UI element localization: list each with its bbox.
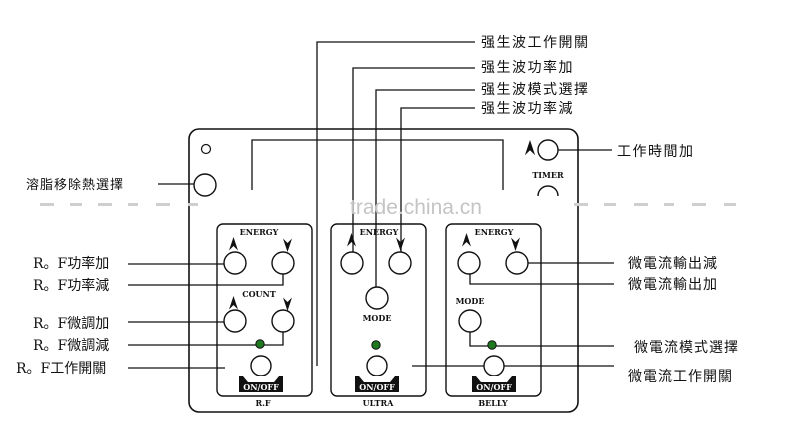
- ultra-panel-name: ULTRA: [363, 398, 395, 408]
- ultra-mode-button[interactable]: [365, 286, 389, 310]
- ultra-power-up-button[interactable]: [340, 251, 364, 275]
- rf-fine-down-button[interactable]: [271, 309, 295, 333]
- timer-label: TIMER: [532, 170, 564, 180]
- label-ultra-onoff: 强生波工作開關: [481, 35, 590, 51]
- rf-panel-name: R.F: [255, 398, 270, 408]
- watermark: trade.china.cn: [350, 196, 482, 219]
- rf-onoff-button[interactable]: [250, 355, 272, 377]
- watermark-dashes: [40, 203, 736, 206]
- label-rf-power-up: R。F功率加: [33, 255, 109, 272]
- label-micro-out-up: 微電流輸出加: [628, 277, 718, 293]
- rf-count-label: COUNT: [242, 289, 276, 299]
- rf-fine-up-button[interactable]: [223, 309, 247, 333]
- label-rf-fine-down: R。F微調減: [33, 337, 109, 354]
- top-bracket: [251, 139, 504, 190]
- screw-hole: [200, 143, 212, 155]
- timer-second-button-partial: [537, 185, 559, 197]
- label-timer-up: 工作時間加: [617, 144, 695, 160]
- ultra-onoff-label: ON/OFF: [359, 382, 395, 392]
- timer-up-button[interactable]: [537, 139, 559, 161]
- micro-onoff-button[interactable]: [483, 355, 505, 377]
- left-select-button[interactable]: [193, 173, 217, 197]
- label-ultra-power-down: 强生波功率減: [481, 100, 574, 117]
- label-rf-fine-up: R。F微調加: [33, 316, 109, 332]
- belly-energy-label: ENERGY: [475, 227, 514, 237]
- micro-mode-button[interactable]: [458, 309, 482, 333]
- rf-power-up-button[interactable]: [223, 251, 247, 275]
- rf-indicator-led: [255, 339, 265, 349]
- ultra-energy-label: ENERGY: [360, 227, 399, 237]
- label-micro-out-down: 微電流輸出減: [628, 255, 718, 272]
- ultra-onoff-button[interactable]: [366, 355, 388, 377]
- micro-out-down-button[interactable]: [505, 251, 529, 275]
- rf-energy-label: ENERGY: [240, 227, 279, 237]
- label-ultra-mode: 强生波模式選擇: [481, 82, 590, 98]
- label-rf-power-down: R。F功率減: [33, 277, 109, 294]
- leader-lines: [128, 41, 614, 369]
- label-micro-mode: 微電流模式選擇: [634, 340, 739, 356]
- ultra-power-down-button[interactable]: [388, 251, 412, 275]
- rf-onoff-label: ON/OFF: [243, 382, 279, 392]
- label-rf-onoff: R。F工作開關: [16, 361, 106, 377]
- ultra-mode-label: MODE: [363, 313, 392, 323]
- belly-panel-name: BELLY: [478, 398, 508, 408]
- ultra-indicator-led: [371, 340, 381, 350]
- label-micro-onoff: 微電流工作開關: [628, 369, 733, 385]
- belly-indicator-led: [487, 340, 497, 350]
- belly-onoff-label: ON/OFF: [476, 382, 512, 392]
- label-left-select: 溶脂移除熱選擇: [26, 177, 124, 193]
- belly-mode-label: MODE: [456, 296, 485, 306]
- rf-power-down-button[interactable]: [271, 251, 295, 275]
- micro-out-up-button[interactable]: [457, 251, 481, 275]
- label-ultra-power-up: 强生波功率加: [481, 59, 574, 76]
